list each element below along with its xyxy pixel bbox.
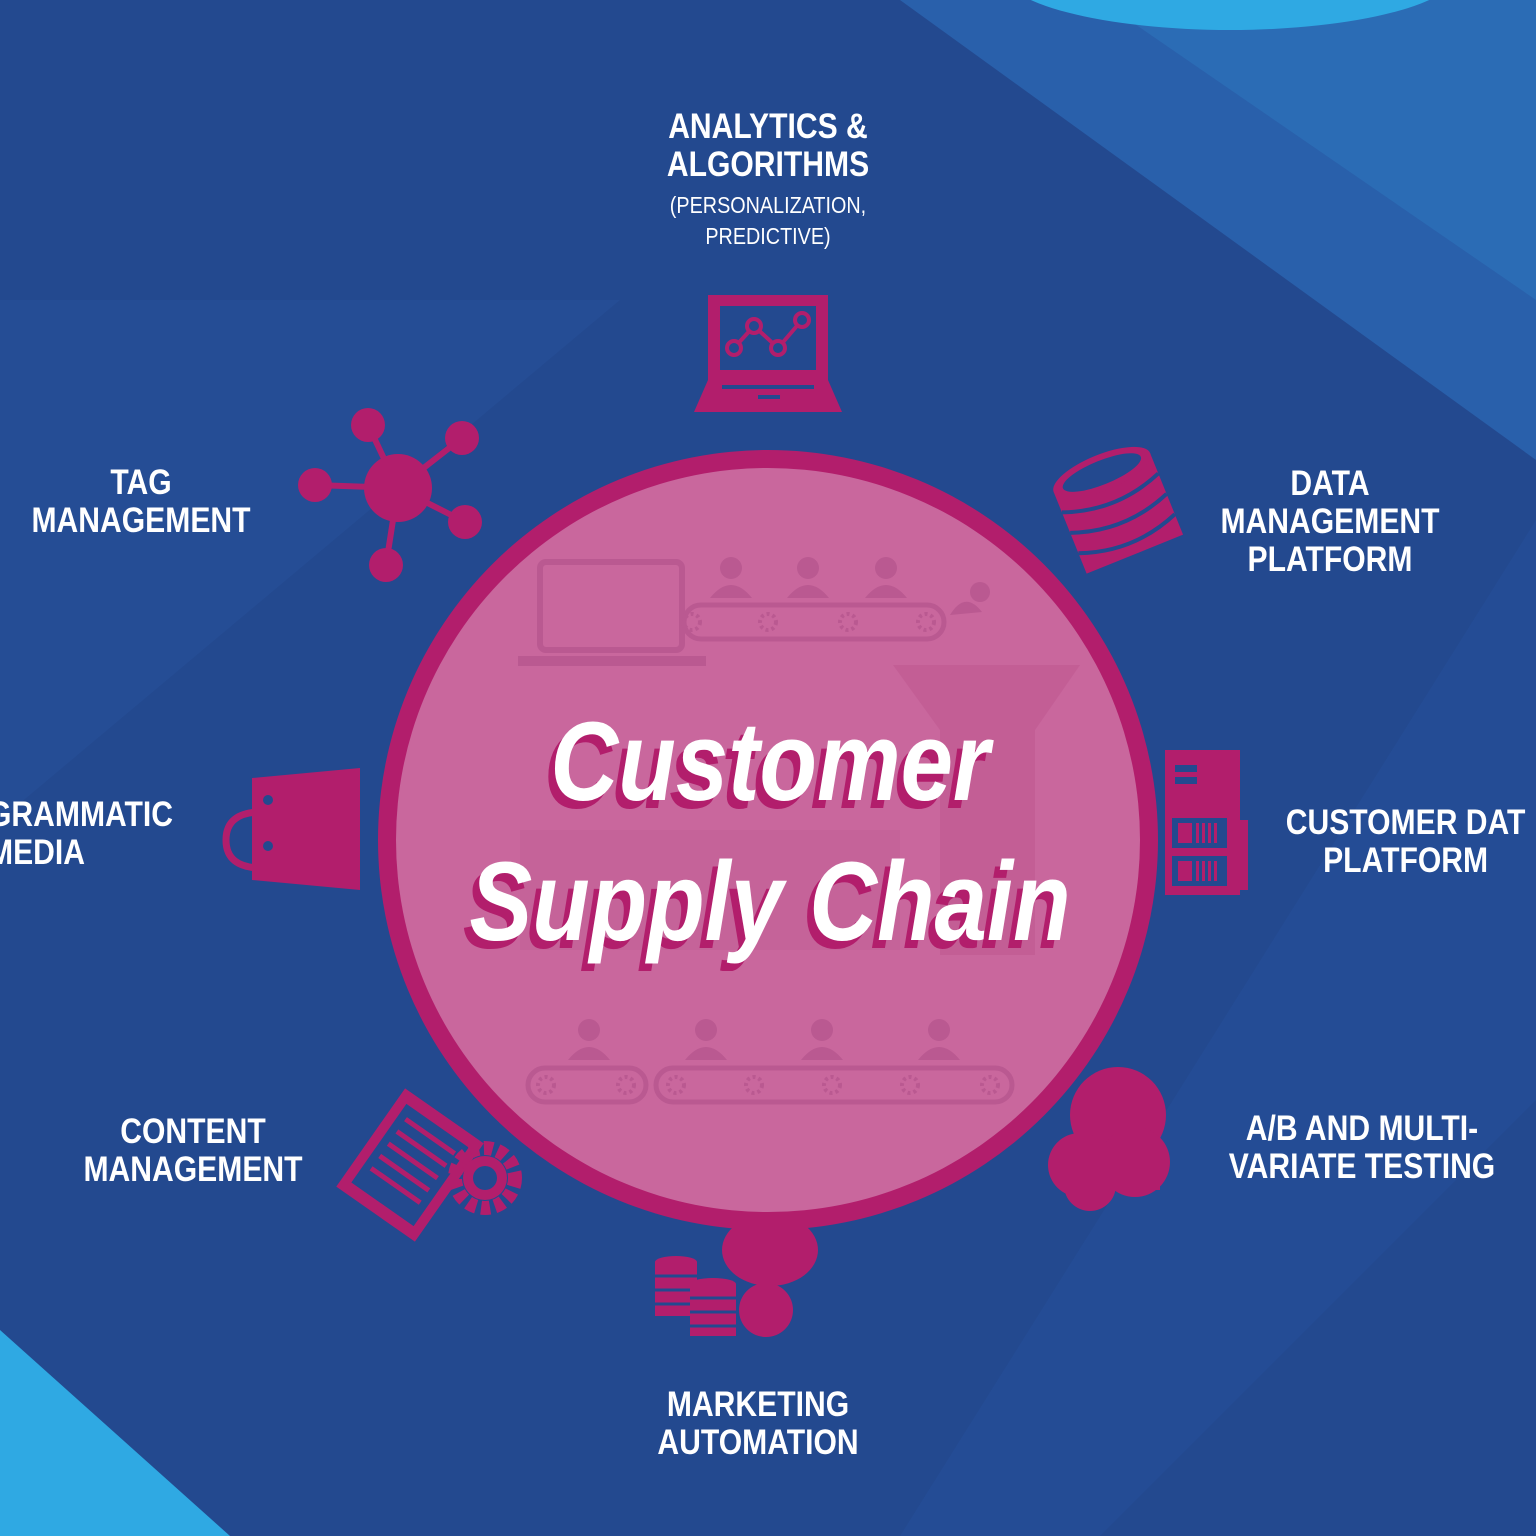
- coins-icon: [655, 1214, 818, 1337]
- label-programmatic-line2: MEDIA: [0, 833, 85, 872]
- database-icon: [1053, 446, 1184, 574]
- laptop-chart-icon: [694, 295, 842, 412]
- label-analytics-line1: ANALYTICS &: [668, 107, 868, 146]
- label-ab-testing: A/B AND MULTI- VARIATE TESTING: [1207, 1110, 1517, 1186]
- label-analytics-sub1: (PERSONALIZATION,: [669, 192, 867, 218]
- label-marketing-line2: AUTOMATION: [657, 1423, 859, 1462]
- label-dmp-line2: MANAGEMENT: [1220, 502, 1440, 541]
- label-analytics-sub2: PREDICTIVE): [705, 223, 831, 249]
- label-tag: TAG MANAGEMENT: [20, 464, 263, 540]
- network-hub-icon: [298, 408, 482, 582]
- label-tag-line1: TAG: [110, 463, 172, 502]
- label-dmp-line1: DATA: [1290, 464, 1370, 503]
- label-dmp-line3: PLATFORM: [1247, 540, 1413, 579]
- server-icon: [1165, 750, 1248, 895]
- document-gear-icon: [336, 1088, 522, 1242]
- label-analytics-line2: ALGORITHMS: [666, 145, 870, 184]
- top-light-blob: [1030, 0, 1430, 30]
- bottom-left-light-shape: [0, 1330, 230, 1536]
- label-marketing: MARKETING AUTOMATION: [620, 1386, 895, 1462]
- label-cdp: CUSTOMER DAT PLATFORM: [1268, 804, 1536, 880]
- title-line-1: Customer: [550, 699, 990, 824]
- label-content-line1: CONTENT: [120, 1112, 266, 1151]
- cloud-icon: [1048, 1067, 1170, 1211]
- label-analytics: ANALYTICS & ALGORITHMS (PERSONALIZATION,…: [624, 108, 913, 252]
- diagram-title: Customer Supply Chain: [451, 692, 1089, 972]
- label-programmatic: GRAMMATIC MEDIA: [0, 796, 203, 872]
- label-programmatic-line1: GRAMMATIC: [0, 795, 174, 834]
- label-dmp: DATA MANAGEMENT PLATFORM: [1192, 465, 1467, 579]
- label-cdp-line2: PLATFORM: [1323, 841, 1489, 880]
- label-content-line2: MANAGEMENT: [83, 1150, 303, 1189]
- inner-conveyor-illustration: [518, 557, 1080, 1105]
- label-content: CONTENT MANAGEMENT: [55, 1113, 330, 1189]
- label-ab-line2: VARIATE TESTING: [1228, 1147, 1496, 1186]
- title-line-2: Supply Chain: [469, 839, 1071, 964]
- label-ab-line1: A/B AND MULTI-: [1245, 1109, 1479, 1148]
- shopping-bag-icon: [222, 768, 360, 890]
- label-marketing-line1: MARKETING: [666, 1385, 850, 1424]
- label-tag-line2: MANAGEMENT: [31, 501, 251, 540]
- label-cdp-line1: CUSTOMER DAT: [1285, 803, 1526, 842]
